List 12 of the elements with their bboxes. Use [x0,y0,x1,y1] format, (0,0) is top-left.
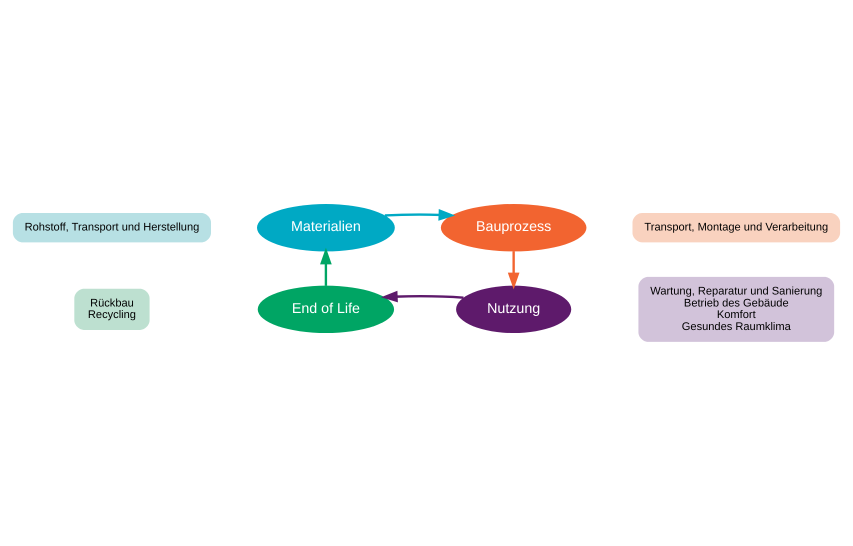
arrow [384,209,456,221]
arrow [508,251,520,290]
node-ellipse: Materialien [257,204,395,252]
node-box: Transport, Montage und Verarbeitung [632,213,840,242]
arrow [380,290,464,302]
node-ellipse: Bauprozess [440,204,586,252]
node-ellipse: End of Life [258,286,394,334]
node-ellipse: Nutzung [456,286,572,334]
node-box: Wartung, Reparatur und Sanierung Betrieb des Gebäude Komfort Gesundes Raumklima [638,276,834,342]
arrow [320,248,332,286]
node-box: Rohstoff, Transport und Herstellung [12,213,212,242]
node-box: Rückbau Recycling [74,288,150,330]
